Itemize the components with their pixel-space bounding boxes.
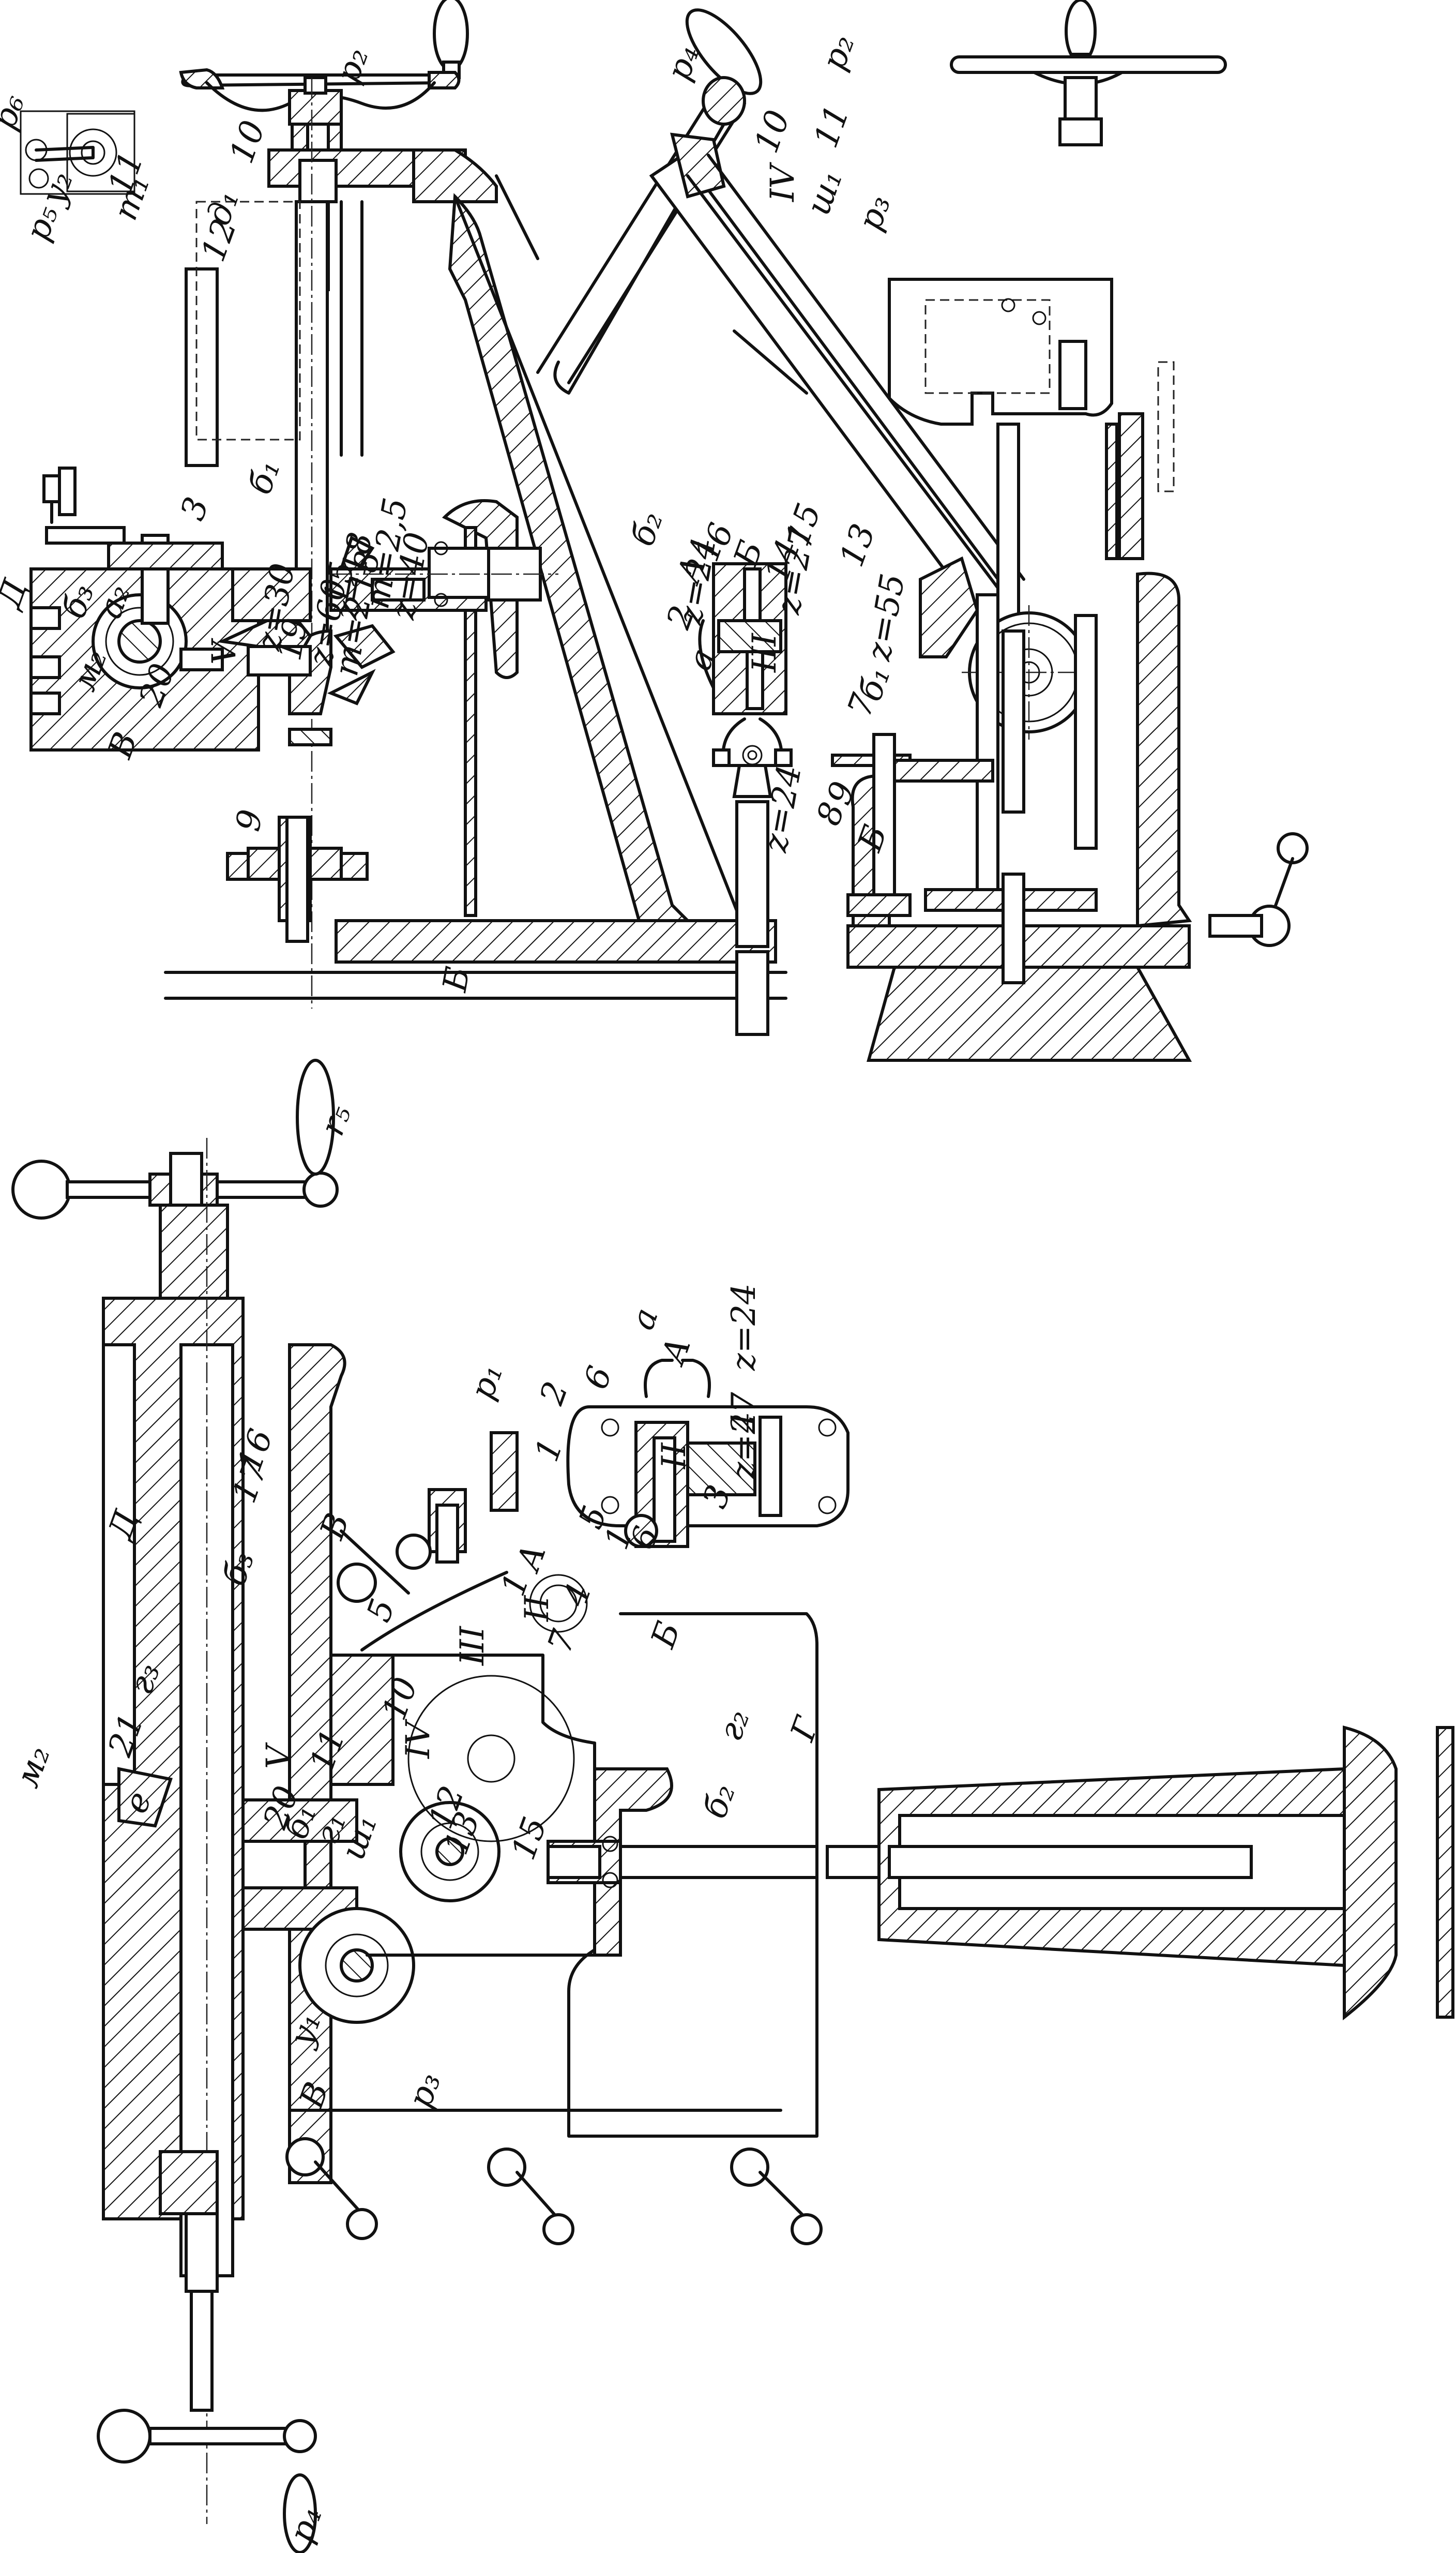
spindle-assembly bbox=[185, 78, 539, 1009]
label-19: 19 bbox=[270, 615, 315, 664]
label-p2-front: p₂ bbox=[814, 30, 862, 76]
label-10-front: 10 bbox=[747, 106, 797, 158]
label-p3-front: p₃ bbox=[851, 190, 898, 236]
handwheel-p2[interactable] bbox=[179, 0, 469, 126]
gearbox-housing bbox=[360, 1431, 818, 2138]
gear-v-and-nut bbox=[241, 1798, 501, 2024]
label-p6: p₆ bbox=[0, 89, 33, 135]
gears-7-8-9 bbox=[831, 629, 1098, 984]
label-a-detail: a bbox=[623, 1303, 666, 1334]
label-m2-plan: м₂ bbox=[8, 1741, 57, 1792]
label-A-plan: A bbox=[509, 1540, 554, 1578]
label-z27-detail: z=27 bbox=[725, 1392, 763, 1480]
housing-b bbox=[846, 556, 1192, 1062]
label-V-plan: V bbox=[260, 1742, 298, 1769]
table-d bbox=[102, 1138, 395, 2524]
table-section-d bbox=[29, 474, 332, 752]
label-b2-plan: б₂ bbox=[695, 1779, 743, 1823]
label-III-front: III bbox=[746, 632, 784, 673]
label-5-plan: 5 bbox=[359, 1594, 402, 1627]
column-frame bbox=[164, 193, 787, 1000]
view-3-plan-section bbox=[11, 1059, 1454, 2553]
label-4-plan: 4 bbox=[556, 1579, 599, 1612]
label-p1: p₁ bbox=[463, 1359, 510, 1405]
label-4-detail: 4 bbox=[725, 1411, 763, 1433]
label-III-plan: III bbox=[453, 1625, 492, 1666]
gear-9-z60 bbox=[226, 816, 369, 943]
label-b2: б₂ bbox=[623, 506, 671, 551]
view-2-front-section bbox=[536, 0, 1309, 1062]
label-base: Б bbox=[436, 964, 478, 995]
label-10: 10 bbox=[222, 116, 272, 169]
label-p2: p₂ bbox=[328, 43, 376, 88]
label-p3-plan: p₃ bbox=[401, 2068, 448, 2113]
label-IV-plan: IV bbox=[399, 1719, 437, 1759]
lever-handles-p3[interactable] bbox=[285, 1529, 823, 2245]
lever-handle-right[interactable] bbox=[1208, 832, 1309, 947]
label-sh1: ш₁ bbox=[799, 165, 850, 220]
label-G: Г bbox=[783, 1711, 827, 1747]
label-z24-detail: z=24 bbox=[725, 1283, 763, 1371]
feed-box-y2 bbox=[20, 110, 135, 195]
crank-r5[interactable] bbox=[11, 1059, 339, 1336]
label-V: V bbox=[205, 638, 244, 665]
label-b1: б₁ bbox=[240, 455, 288, 499]
guide-sleeve-g bbox=[877, 1725, 1454, 2021]
universal-joint-a bbox=[712, 717, 793, 1036]
label-1a-detail: 1 bbox=[527, 1434, 570, 1467]
label-z55: z=55 bbox=[860, 571, 913, 664]
lever-p5[interactable] bbox=[55, 467, 146, 545]
label-3: 3 bbox=[173, 492, 216, 525]
label-2-detail: 2 bbox=[533, 1377, 576, 1410]
bevel-gears-15-18 bbox=[327, 535, 558, 705]
view-4-detail-gearbox bbox=[566, 1359, 850, 1548]
crank-p4-bottom[interactable] bbox=[97, 2150, 317, 2553]
label-II-detail: II bbox=[655, 1442, 693, 1469]
labels-view-4: a 6 2 A z=24 1 4 z=27 II 3 5 1 6 bbox=[527, 1283, 763, 1554]
label-18: 18 bbox=[343, 548, 388, 596]
label-6a-detail: 6 bbox=[577, 1361, 619, 1394]
view-1-side-section bbox=[20, 0, 787, 1009]
label-A-detail: A bbox=[654, 1333, 699, 1371]
label-7-plan: 7 bbox=[540, 1625, 584, 1658]
label-g2: г₂ bbox=[711, 1705, 757, 1746]
small-gearbox-a bbox=[698, 562, 787, 715]
label-11-front: 11 bbox=[807, 100, 857, 153]
label-15: 15 bbox=[317, 559, 362, 607]
label-IV-front: IV bbox=[764, 162, 802, 202]
label-13: 13 bbox=[832, 519, 883, 572]
label-9: 9 bbox=[229, 807, 270, 834]
handwheel-p2-front[interactable] bbox=[950, 0, 1227, 146]
label-B2-plan: Б bbox=[644, 1617, 688, 1653]
label-II-plan: II bbox=[518, 1595, 556, 1622]
label-p5: p₅ bbox=[18, 201, 66, 246]
